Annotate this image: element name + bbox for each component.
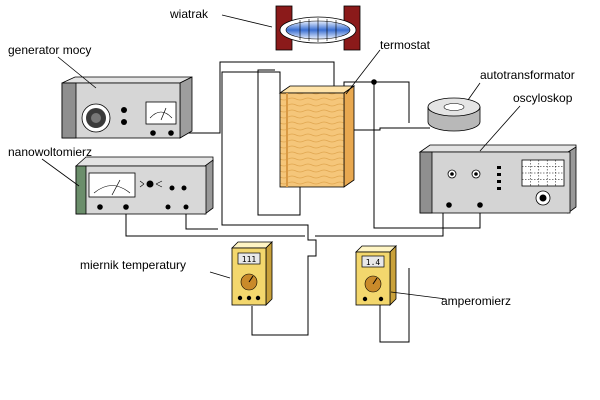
label-fan: wiatrak: [170, 7, 209, 21]
label-thermostat: termostat: [380, 38, 431, 52]
label-ammeter: amperomierz: [441, 294, 512, 308]
oscilloscope: [418, 144, 577, 214]
wire-junction: [371, 79, 377, 85]
callout-lines: [41, 14, 521, 300]
label-autotransformer: autotransformator: [480, 68, 575, 82]
label-power-generator: generator mocy: [8, 43, 92, 57]
autotransformer: [427, 97, 481, 132]
thermostat: [278, 85, 356, 188]
nanovoltmeter: [74, 156, 214, 215]
temperature-meter: 111: [231, 241, 273, 306]
power-generator: [61, 76, 193, 139]
wires: [125, 61, 481, 343]
label-oscilloscope: oscyloskop: [513, 91, 573, 105]
label-temperature-meter: miernik temperatury: [80, 258, 187, 272]
ammeter-display: 1.4: [366, 258, 381, 267]
temperature-display: 111: [242, 255, 257, 264]
fan: [275, 5, 361, 51]
ammeter: 1.4: [355, 245, 397, 306]
label-nanovoltmeter: nanowoltomierz: [8, 145, 93, 159]
